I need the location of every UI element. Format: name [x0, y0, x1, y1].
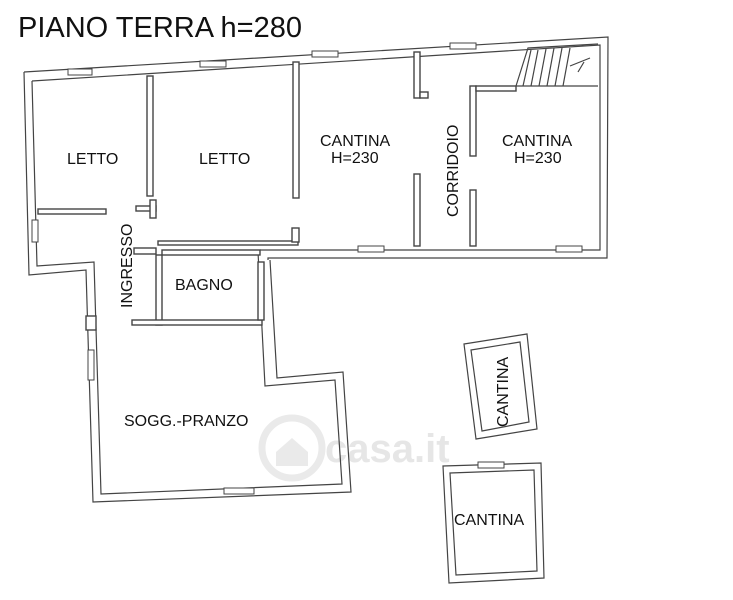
- window: [87, 349, 95, 381]
- wall-letto2-jamb: [291, 227, 300, 243]
- wall-ingresso-top: [133, 247, 157, 255]
- windows: [31, 42, 583, 495]
- room-label-bagno: BAGNO: [175, 277, 233, 294]
- window: [555, 245, 583, 253]
- wall-corr-notch1: [419, 91, 429, 99]
- wall-bagno-right: [257, 261, 265, 321]
- room-label-cantina-1: CANTINA: [320, 133, 391, 150]
- room-label-cantina-1-height: H=230: [331, 150, 379, 167]
- room-label-soggiorno: SOGG.-PRANZO: [124, 413, 248, 430]
- wall-bagno-bottom: [131, 319, 263, 326]
- room-label-letto-2: LETTO: [199, 151, 250, 168]
- window: [31, 219, 39, 243]
- plan-title: PIANO TERRA h=280: [18, 12, 302, 44]
- watermark: casa.it: [258, 414, 450, 482]
- wall-letto2-cantina: [292, 61, 300, 199]
- room-label-cantina-2-height: H=230: [514, 150, 562, 167]
- room-label-corridoio: CORRIDOIO: [445, 125, 462, 217]
- window: [311, 50, 339, 58]
- cantina-bottom-building: CANTINA: [442, 461, 545, 584]
- room-label-cantina-bottom: CANTINA: [454, 512, 525, 529]
- wall-cantina2-top: [469, 85, 477, 157]
- window: [357, 245, 385, 253]
- wall-cantina2-bottom: [469, 189, 477, 247]
- room-label-ingresso: INGRESSO: [119, 224, 136, 308]
- window: [477, 461, 505, 469]
- room-labels: LETTO LETTO CANTINA H=230 CANTINA H=230 …: [67, 125, 573, 430]
- window: [67, 68, 93, 76]
- interior-walls: [37, 51, 517, 331]
- main-building-outline: [23, 36, 609, 503]
- wall-bagno-top: [161, 249, 261, 256]
- wall-ingresso-notch: [85, 315, 97, 331]
- room-label-cantina-small: CANTINA: [495, 356, 512, 427]
- wall-letto-divider: [146, 75, 154, 197]
- wall-cantina1-top: [413, 51, 421, 99]
- staircase: [515, 43, 599, 87]
- cantina-small-building: CANTINA: [463, 333, 538, 440]
- watermark-text: casa.it: [325, 427, 450, 471]
- wall-letto2-bottom: [157, 240, 299, 246]
- house-logo-icon: [258, 414, 326, 482]
- room-label-letto-1: LETTO: [67, 151, 118, 168]
- wall-letto1-bottom: [37, 208, 107, 215]
- room-label-cantina-2: CANTINA: [502, 133, 573, 150]
- wall-letto1-corner: [149, 199, 157, 219]
- wall-stair-bottom: [475, 85, 517, 92]
- window: [223, 487, 255, 495]
- wall-cantina1-bottom: [413, 173, 421, 247]
- wall-bagno-left: [155, 254, 163, 326]
- window: [449, 42, 477, 50]
- window: [199, 60, 227, 68]
